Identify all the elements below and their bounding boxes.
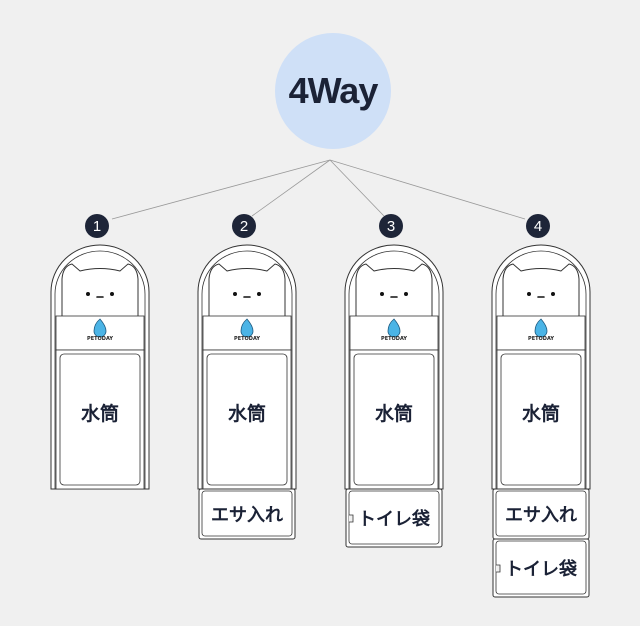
brand-label: PETODAY [528,336,554,342]
option-number-badge: 1 [85,214,109,238]
brand-label: PETODAY [87,336,113,342]
brand-label: PETODAY [234,336,260,342]
module-label: トイレ袋 [358,509,430,530]
brand-label: PETODAY [381,336,407,342]
module-label: エサ入れ [211,505,283,526]
water-bottle-label: 水筒 [374,403,413,425]
water-drop-icon [93,318,107,338]
water-drop-icon [240,318,254,338]
option-number-badge: 3 [379,214,403,238]
cat-head [61,263,139,316]
cat-head [502,263,580,316]
option-number-badge: 4 [526,214,550,238]
cat-head [355,263,433,316]
water-drop-icon [387,318,401,338]
water-bottle-label: 水筒 [80,403,119,425]
water-drop-icon [534,318,548,338]
module-label: トイレ袋 [505,559,577,580]
option-number-badge: 2 [232,214,256,238]
hub-circle: 4Way [275,33,391,149]
module-label: エサ入れ [505,505,577,526]
water-bottle-label: 水筒 [227,403,266,425]
cat-head [208,263,286,316]
water-bottle-label: 水筒 [521,403,560,425]
